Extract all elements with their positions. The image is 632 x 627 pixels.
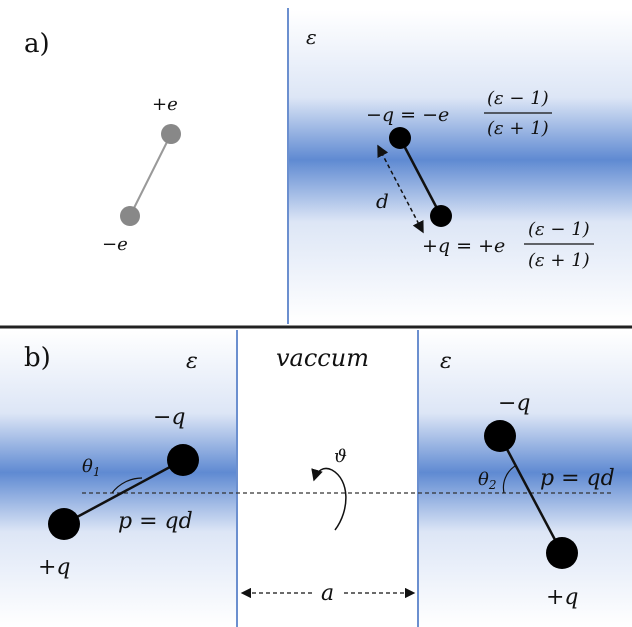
image-minus-numerator: (ε − 1) [487,88,549,109]
right-plus-charge [546,537,578,569]
left-minus-charge [167,444,199,476]
left-plus-label: +q [38,555,71,580]
right-minus-charge [484,420,516,452]
separation-label: a [321,581,334,606]
dielectric-label-a: ε [306,25,317,49]
right-angle-arc [502,465,516,494]
left-minus-label: −q [153,405,186,430]
panel-b: b) ε vaccum ε −q +q p = qd θ1 ϑ −q + [0,330,632,627]
image-plus-formula: +q = +e (ε − 1) (ε + 1) [422,219,594,271]
gap-label: vaccum [276,344,369,372]
panel-a-label: a) [24,29,50,59]
right-dielectric-label: ε [440,349,452,374]
dielectric-region-a [288,10,632,322]
vacuum-plus-label: +e [152,94,178,115]
left-dipole: −q +q p = qd θ1 [38,405,199,580]
rotation-label: ϑ [334,446,347,467]
image-minus-formula: −q = −e (ε − 1) (ε + 1) [366,88,552,139]
right-minus-label: −q [498,391,531,416]
rotation-arc-icon [311,467,347,531]
left-dipole-bond [63,458,184,526]
image-plus-numerator: (ε − 1) [528,219,590,240]
left-angle-label: θ1 [82,456,100,479]
right-dipole: −q +q p = qd θ2 [478,391,615,610]
image-plus-lhs: +q = +e [422,235,505,257]
rotation-indicator: ϑ [311,446,347,531]
left-moment-label: p = qd [118,509,193,534]
left-plus-charge [48,508,80,540]
image-plus-charge [430,205,452,227]
dielectric-region-right [418,330,632,627]
image-plus-denominator: (ε + 1) [528,250,590,271]
dielectric-region-left [0,330,237,627]
vacuum-minus-charge [120,206,140,226]
right-moment-label: p = qd [540,466,615,491]
vacuum-dipole: +e −e [102,94,181,255]
right-dipole-bond [498,435,564,554]
image-dipole: d [376,127,452,234]
vacuum-dipole-bond [129,133,172,217]
image-minus-lhs: −q = −e [366,104,449,126]
left-angle-arc [111,477,143,494]
right-plus-label: +q [546,585,579,610]
vacuum-plus-charge [161,124,181,144]
distance-arrow [377,144,424,234]
vacuum-minus-label: −e [102,234,128,255]
image-minus-charge [389,127,411,149]
left-dielectric-label: ε [186,349,198,374]
panel-a: a) +e −e ε d −q = −e (ε − 1) (ε + 1) [24,8,632,324]
separation-indicator: a [240,581,416,606]
right-angle-label: θ2 [478,469,496,492]
panel-b-label: b) [24,343,51,373]
image-minus-denominator: (ε + 1) [487,118,549,139]
distance-label: d [376,189,389,213]
